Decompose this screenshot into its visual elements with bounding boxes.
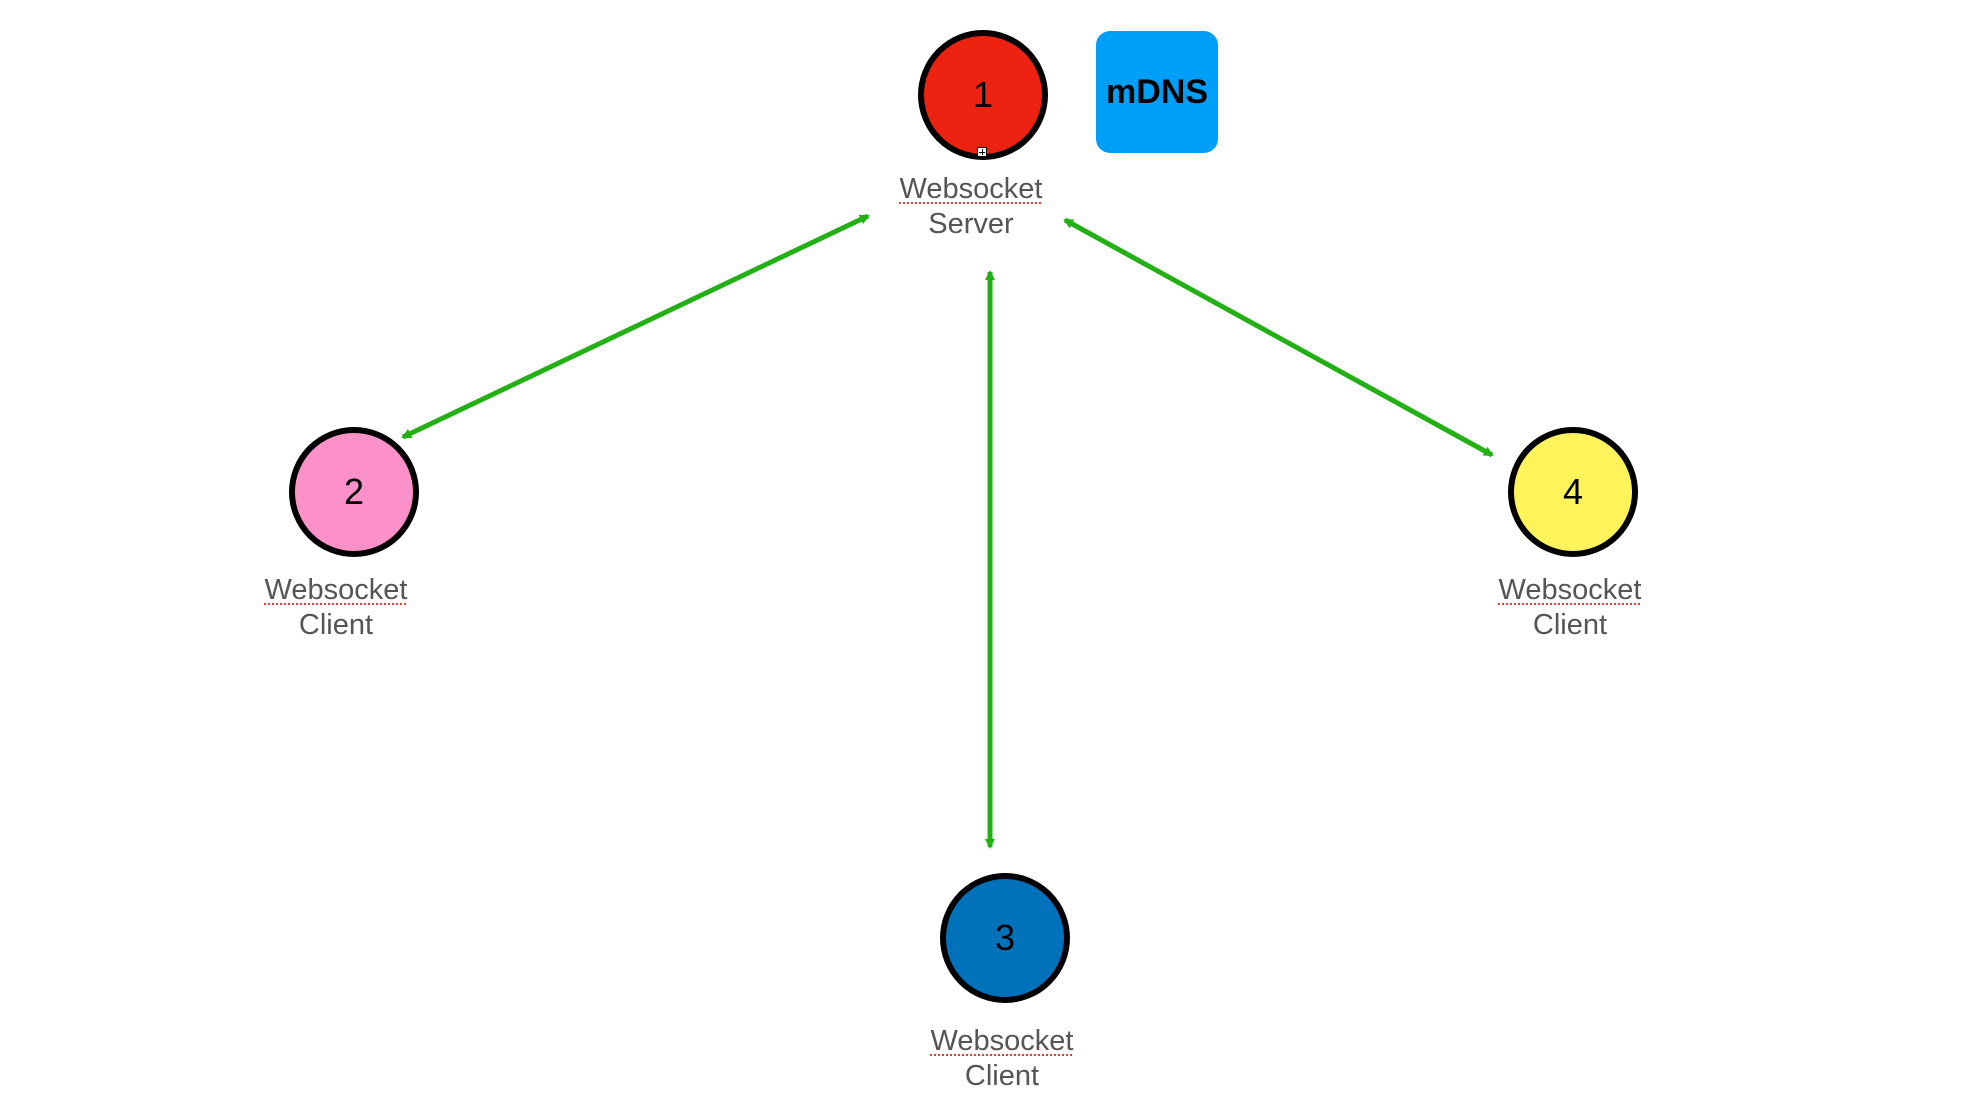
node-2-label-line1: Websocket <box>264 574 408 606</box>
mdns-badge-text: mDNS <box>1105 72 1209 111</box>
node-2-label: Websocket Client <box>216 573 456 643</box>
node-1-number: 1 <box>972 74 994 115</box>
node-4-label-line2: Client <box>1532 609 1608 641</box>
node-3-circle[interactable]: 3 <box>940 873 1070 1003</box>
mdns-badge[interactable]: mDNS <box>1096 31 1218 153</box>
node-3-label: Websocket Client <box>882 1024 1122 1094</box>
node-2-label-line2: Client <box>298 609 374 641</box>
node-1-circle[interactable]: 1 <box>918 30 1048 160</box>
node-3-number: 3 <box>994 917 1016 958</box>
node-4-number: 4 <box>1562 471 1584 512</box>
node-1-label: Websocket Server <box>851 172 1091 242</box>
node-4-circle[interactable]: 4 <box>1508 427 1638 557</box>
add-handle-icon[interactable] <box>977 147 987 157</box>
node-2-number: 2 <box>343 471 365 512</box>
node-1-label-line2: Server <box>928 208 1014 240</box>
node-3-label-line1: Websocket <box>930 1025 1074 1057</box>
node-3-label-line2: Client <box>964 1060 1040 1092</box>
node-4-label-line1: Websocket <box>1498 574 1642 606</box>
connector-server-client-4[interactable] <box>1063 217 1494 458</box>
node-4-label: Websocket Client <box>1450 573 1690 643</box>
node-2-circle[interactable]: 2 <box>289 427 419 557</box>
connector-server-client-2[interactable] <box>401 213 870 440</box>
node-1-label-line1: Websocket <box>899 173 1043 205</box>
